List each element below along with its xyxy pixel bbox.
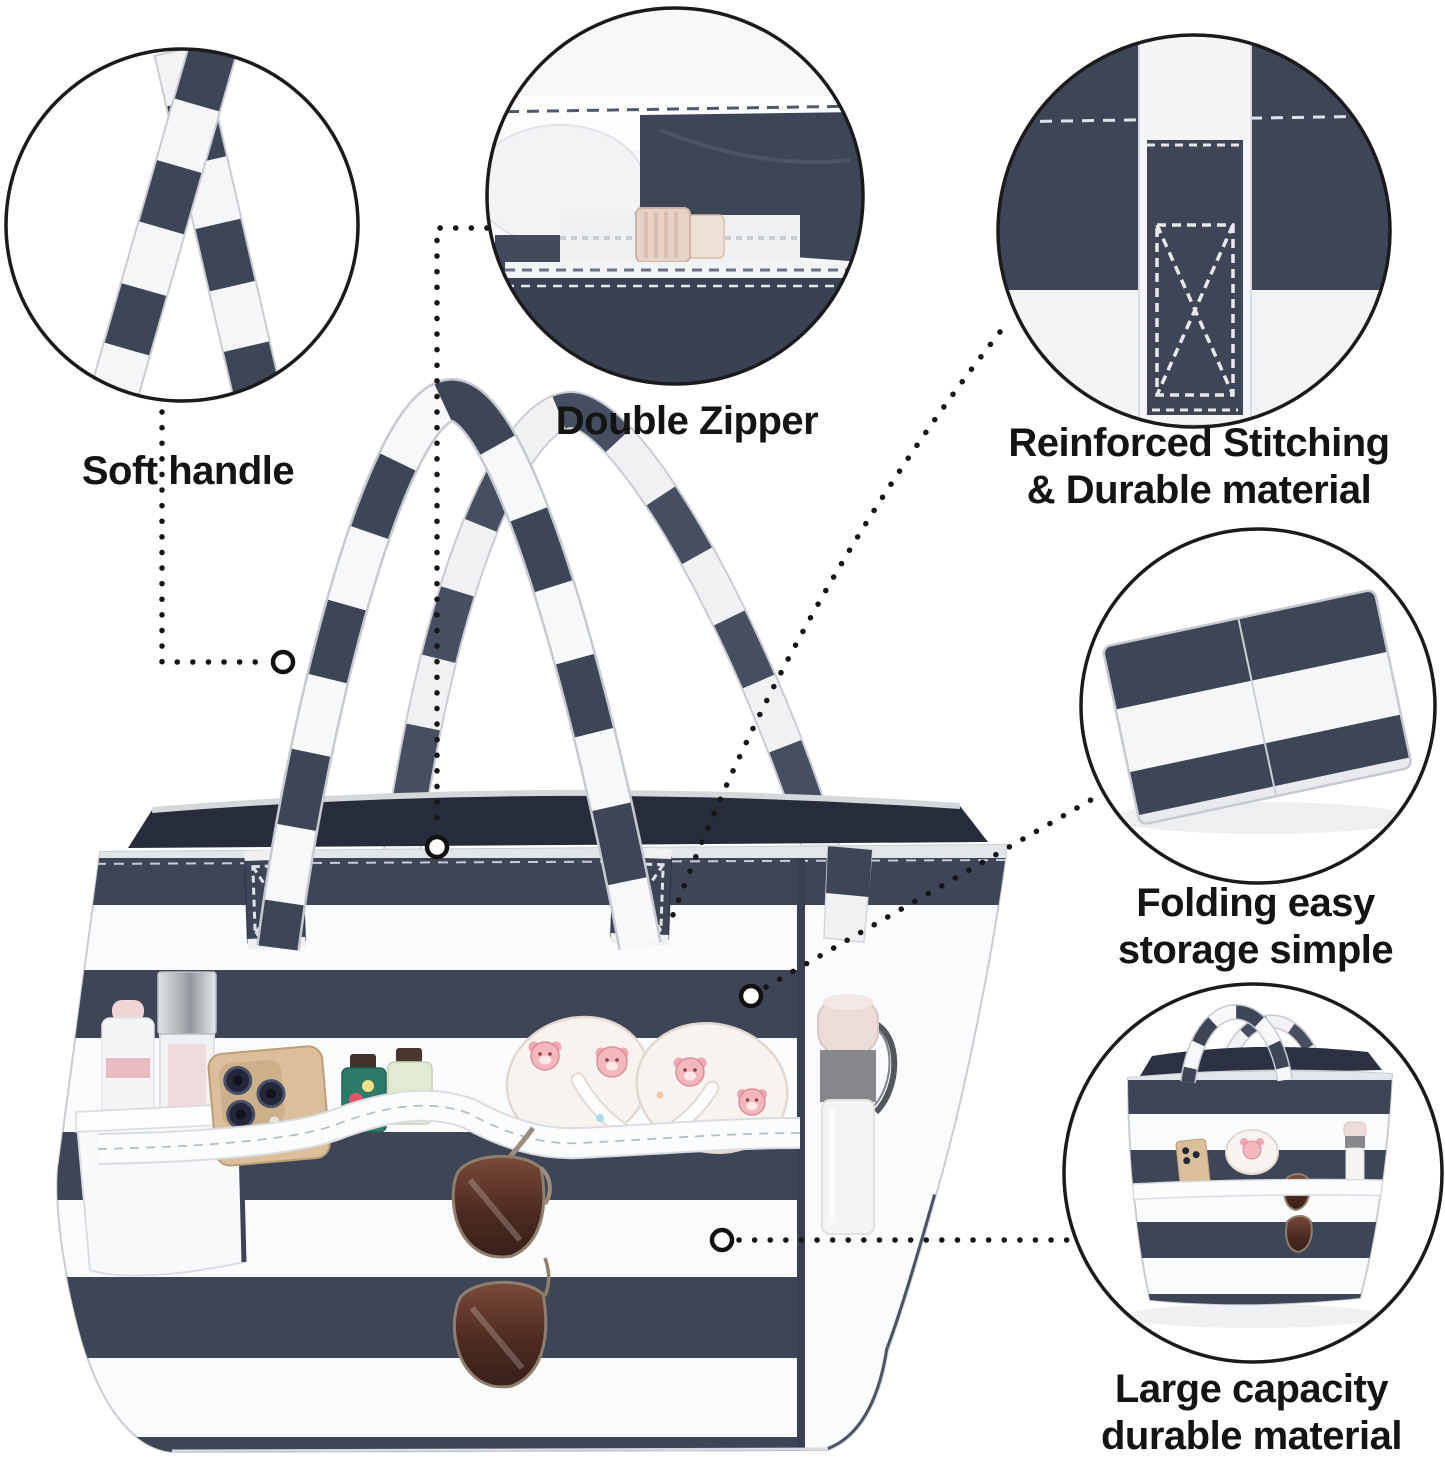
label-reinforced-line1: Reinforced Stitching: [1008, 421, 1390, 465]
label-reinforced: Reinforced Stitching & Durable material: [959, 420, 1439, 514]
callout-point-markers: [270, 649, 764, 1253]
label-folding: Folding easy storage simple: [1066, 880, 1445, 974]
label-capacity-line2: durable material: [1100, 1414, 1403, 1458]
callout-circle-folding: [1079, 527, 1437, 885]
marker-capacity: [709, 1227, 735, 1253]
perfume-bottle: [157, 971, 217, 1119]
callout-connectors: [159, 225, 1099, 1243]
water-bottle: [817, 994, 898, 1235]
connector-soft-handle: [159, 409, 271, 665]
connector-folding: [763, 794, 1099, 990]
marker-soft-handle: [270, 649, 296, 675]
main-bag-photo: [56, 377, 1009, 1454]
rear-strap-attachment: [823, 845, 873, 943]
rear-handle-strap: [379, 391, 865, 945]
label-reinforced-line2: & Durable material: [1026, 468, 1372, 512]
handle-closeup-right-strap: [81, 49, 238, 401]
label-capacity: Large capacity durable material: [1058, 1366, 1445, 1460]
marker-folding: [738, 983, 764, 1009]
callout-circle-soft-handle: [4, 47, 360, 403]
front-pocket-binding: [97, 1089, 801, 1165]
side-panel-piping: [797, 858, 805, 1452]
top-stitching: [59, 859, 1006, 865]
callout-circle-capacity: [1062, 982, 1444, 1364]
label-soft-handle: Soft handle: [81, 449, 295, 493]
callout-circle-reinforced: [996, 33, 1392, 429]
zipper-closeup: [487, 95, 863, 384]
label-capacity-line1: Large capacity: [1114, 1367, 1389, 1411]
zipper-pulls: [635, 207, 725, 263]
callout-circle-double-zipper: [485, 6, 865, 386]
lotion-tube: [101, 1000, 155, 1119]
front-handle-strap: [256, 377, 662, 951]
connector-double-zipper: [434, 225, 490, 836]
label-folding-line1: Folding easy: [1136, 881, 1375, 925]
label-folding-line2: storage simple: [1117, 928, 1394, 972]
bear-print: [528, 1041, 767, 1116]
bag-opening: [128, 789, 988, 848]
marker-double-zipper: [424, 834, 450, 860]
right-edge-trim: [826, 1194, 939, 1452]
folded-bag: [1102, 589, 1413, 834]
label-double-zipper: Double Zipper: [555, 399, 819, 443]
sunglasses: [451, 1126, 552, 1389]
mini-tote-photo: [1125, 1004, 1394, 1328]
